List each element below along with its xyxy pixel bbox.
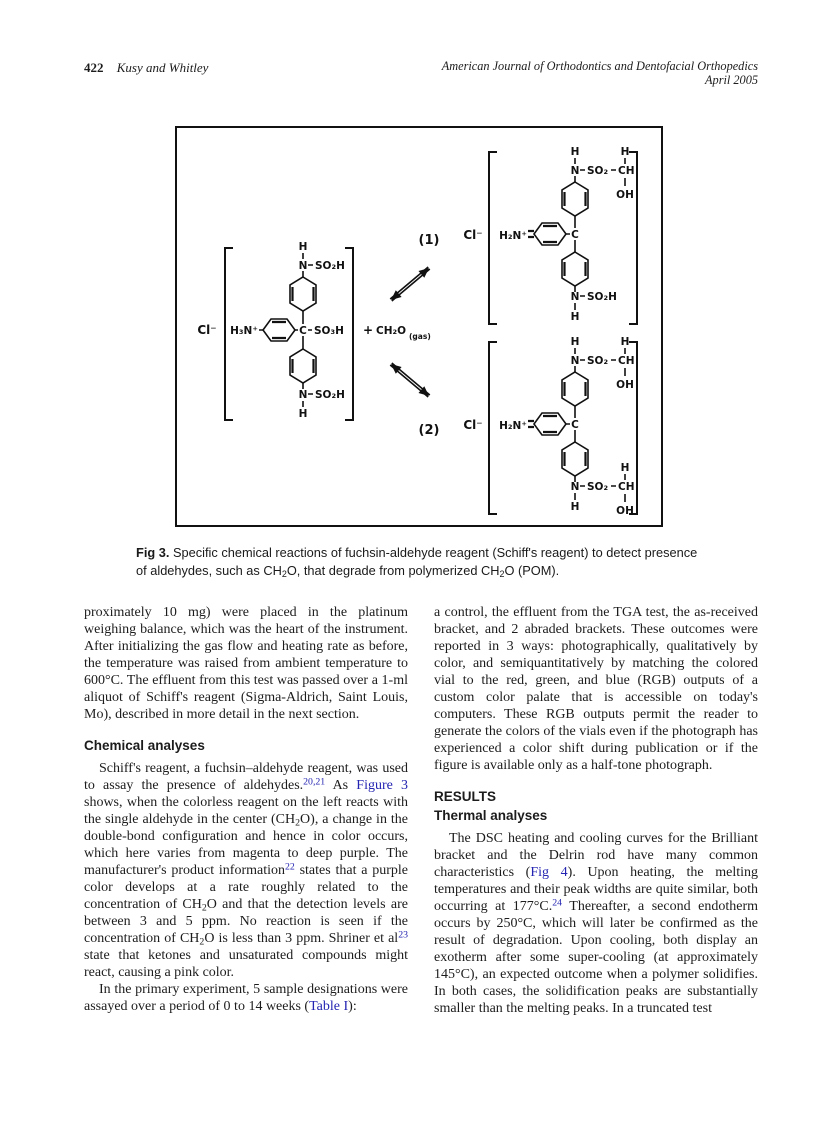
- product-1-brackets: [488, 151, 638, 325]
- journal-title: American Journal of Orthodontics and Den…: [441, 59, 758, 73]
- product-1-double-bonds: [528, 192, 587, 276]
- sulfinic-group-label: SO₂H: [315, 389, 345, 401]
- product-2-double-bonds: [528, 382, 587, 466]
- cross-reference-link[interactable]: Fig 4: [530, 865, 568, 880]
- left-structure-brackets: [224, 247, 354, 421]
- chloride-ion-label: Cl⁻: [463, 228, 482, 242]
- cross-reference-link[interactable]: 20,21: [303, 776, 326, 788]
- product-1-structure: (1) Cl⁻ H₂N⁺ C N H SO₂ CH H OH N SO₂H H: [419, 146, 638, 325]
- left-column: proximately 10 mg) were placed in the pl…: [84, 604, 408, 1017]
- methine-label: CH: [618, 481, 635, 493]
- cross-reference-link[interactable]: Figure 3: [356, 778, 408, 793]
- product-2-brackets: [488, 341, 638, 515]
- sulfinic-group-label: SO₂H: [315, 260, 345, 272]
- nitrogen-label: N: [299, 389, 308, 401]
- hydroxyl-label: OH: [616, 189, 634, 201]
- sulfonyl-group-label: SO₂: [587, 481, 608, 493]
- plus-sign: +: [363, 323, 373, 337]
- running-header: 422 Kusy and Whitley American Journal of…: [84, 59, 758, 87]
- methine-label: CH: [618, 355, 635, 367]
- section-heading-results: RESULTS: [434, 789, 497, 804]
- hydrogen-label: H: [621, 462, 630, 474]
- product-2-bonds: [566, 348, 626, 502]
- nitrogen-label: N: [571, 291, 580, 303]
- running-authors: Kusy and Whitley: [116, 60, 209, 75]
- product-2-rings: [533, 371, 589, 477]
- figure-3-panel: Cl⁻ H₃N⁺ C SO₃H N H SO₂H N H SO₂H + CH₂O…: [175, 126, 663, 527]
- iminium-group-label: H₂N⁺: [499, 420, 527, 432]
- schiff-reagent-structure: Cl⁻ H₃N⁺ C SO₃H N H SO₂H N H SO₂H: [197, 241, 354, 421]
- figure-3-caption: Fig 3. Specific chemical reactions of fu…: [136, 545, 698, 579]
- left-structure-bonds: [259, 253, 313, 407]
- reaction-1-number: (1): [419, 233, 440, 248]
- journal-issue-date: April 2005: [705, 72, 758, 87]
- header-right: American Journal of Orthodontics and Den…: [441, 59, 758, 87]
- nitrogen-label: N: [571, 355, 580, 367]
- hydrogen-label: H: [621, 146, 630, 158]
- header-left: 422 Kusy and Whitley: [84, 60, 208, 76]
- paragraph: Schiff's reagent, a fuchsin–aldehyde rea…: [84, 761, 409, 980]
- central-carbon-label: C: [571, 229, 579, 241]
- hydrogen-label: H: [571, 311, 580, 323]
- hydrogen-label: H: [621, 336, 630, 348]
- paragraph: The DSC heating and cooling curves for t…: [434, 831, 758, 1016]
- section-heading-thermal-analyses: Thermal analyses: [434, 808, 548, 823]
- sulfonyl-group-label: SO₂: [587, 165, 608, 177]
- arrow-2-head-up: [391, 364, 402, 374]
- right-column: a control, the effluent from the TGA tes…: [434, 604, 758, 1017]
- formaldehyde-label: CH₂O: [376, 325, 406, 337]
- paragraph: In the primary experiment, 5 sample desi…: [84, 982, 408, 1014]
- chemical-reaction-diagram: Cl⁻ H₃N⁺ C SO₃H N H SO₂H N H SO₂H + CH₂O…: [197, 146, 638, 517]
- hydrogen-label: H: [571, 336, 580, 348]
- page-number: 422: [84, 60, 104, 75]
- central-carbon-label: C: [571, 419, 579, 431]
- sulfonic-acid-label: SO₃H: [314, 325, 344, 337]
- ammonium-group-label: H₃N⁺: [230, 325, 258, 337]
- reaction-arrow-2: [389, 362, 431, 398]
- sulfinic-group-label: SO₂H: [587, 291, 617, 303]
- arrow-2-head-down: [418, 386, 429, 396]
- paragraph-continued: a control, the effluent from the TGA tes…: [434, 605, 758, 773]
- central-carbon-label: C: [299, 325, 307, 337]
- paragraph-continued: proximately 10 mg) were placed in the pl…: [84, 605, 408, 722]
- cross-reference-link[interactable]: 22: [285, 861, 295, 873]
- gas-phase-subscript: (gas): [409, 332, 431, 341]
- nitrogen-label: N: [299, 260, 308, 272]
- product-2-structure: (2) Cl⁻ H₂N⁺ C N H SO₂ CH H OH N SO₂ CH …: [419, 336, 638, 517]
- chloride-ion-label: Cl⁻: [197, 323, 216, 337]
- cross-reference-link[interactable]: 24: [552, 897, 563, 909]
- product-1-rings: [533, 181, 589, 287]
- hydroxyl-label: OH: [616, 505, 634, 517]
- reaction-arrow-1: [389, 266, 431, 302]
- product-1-bonds: [566, 158, 626, 310]
- left-structure-double-bonds: [272, 287, 315, 373]
- methine-label: CH: [618, 165, 635, 177]
- chloride-ion-label: Cl⁻: [463, 418, 482, 432]
- section-heading-chemical-analyses: Chemical analyses: [84, 738, 205, 753]
- hydrogen-label: H: [571, 501, 580, 513]
- nitrogen-label: N: [571, 481, 580, 493]
- body-columns: proximately 10 mg) were placed in the pl…: [84, 604, 758, 1017]
- nitrogen-label: N: [571, 165, 580, 177]
- cross-reference-link[interactable]: 23: [398, 929, 408, 941]
- reaction-2-number: (2): [419, 423, 440, 438]
- formaldehyde-reactant: + CH₂O (gas): [363, 323, 431, 341]
- cross-reference-link[interactable]: Table I: [309, 999, 349, 1014]
- iminium-group-label: H₂N⁺: [499, 230, 527, 242]
- hydrogen-label: H: [299, 241, 308, 253]
- hydroxyl-label: OH: [616, 379, 634, 391]
- hydrogen-label: H: [571, 146, 580, 158]
- hydrogen-label: H: [299, 408, 308, 420]
- sulfonyl-group-label: SO₂: [587, 355, 608, 367]
- arrow-1-head-up: [418, 268, 429, 278]
- arrow-1-head-down: [391, 290, 402, 300]
